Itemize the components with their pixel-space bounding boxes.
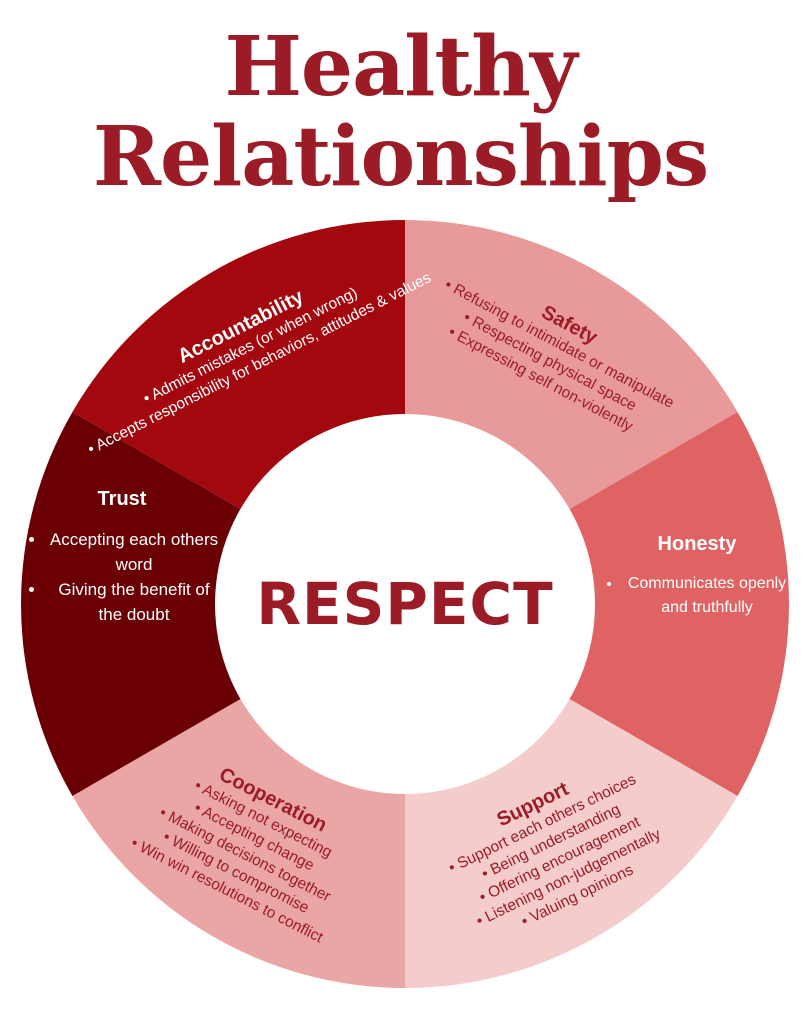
trust-item: Accepting each others word bbox=[46, 527, 222, 577]
center-label: RESPECT bbox=[256, 570, 554, 638]
trust-heading: Trust bbox=[97, 488, 147, 510]
title-line-1: Healthy bbox=[224, 19, 577, 115]
honesty-text: Honesty Communicates openly and truthful… bbox=[602, 533, 792, 620]
segment-honesty bbox=[405, 412, 789, 796]
trust-list: Accepting each others word Giving the be… bbox=[22, 527, 222, 627]
segment-trust bbox=[21, 412, 405, 796]
title-line-2: Relationships bbox=[92, 109, 709, 205]
honesty-heading: Honesty bbox=[657, 533, 737, 555]
honesty-item: Communicates openly and truthfully bbox=[622, 572, 792, 620]
trust-item: Giving the benefit of the doubt bbox=[46, 577, 222, 627]
trust-text: Trust Accepting each others word Giving … bbox=[22, 488, 222, 627]
center-circle bbox=[215, 414, 595, 794]
honesty-list: Communicates openly and truthfully bbox=[602, 572, 792, 620]
